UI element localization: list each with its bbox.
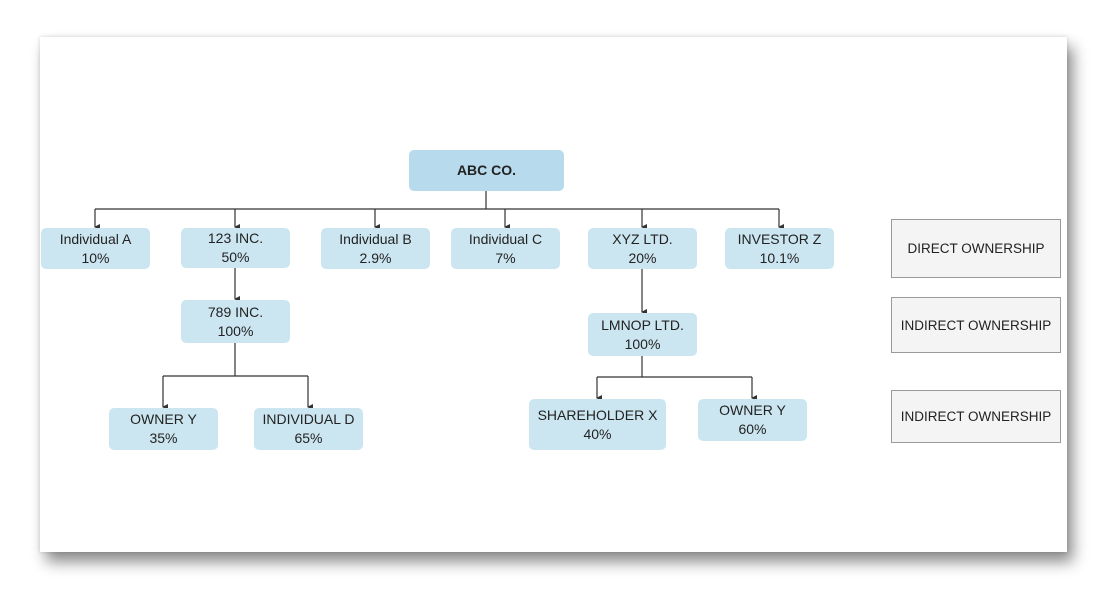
legend-indirect-ownership-1: INDIRECT OWNERSHIP <box>891 297 1061 353</box>
node-individual-b[interactable]: Individual B 2.9% <box>321 228 430 269</box>
node-name: Individual A <box>59 230 132 247</box>
node-percent: 10% <box>81 249 110 266</box>
node-owner-y-35[interactable]: OWNER Y 35% <box>109 408 218 450</box>
node-789-inc[interactable]: 789 INC. 100% <box>181 300 290 343</box>
legend-label: DIRECT OWNERSHIP <box>907 241 1045 256</box>
node-investor-z[interactable]: INVESTOR Z 10.1% <box>725 228 834 269</box>
node-123-inc[interactable]: 123 INC. 50% <box>181 228 290 268</box>
node-name: INVESTOR Z <box>737 230 822 247</box>
node-name: 789 INC. <box>207 303 264 320</box>
node-name: SHAREHOLDER X <box>537 406 658 423</box>
root-node-abc-co[interactable]: ABC CO. <box>409 150 564 191</box>
node-percent: 20% <box>628 249 657 266</box>
node-percent: 60% <box>738 421 767 437</box>
node-percent: 35% <box>149 430 178 446</box>
node-percent: 100% <box>217 322 254 339</box>
node-percent: 65% <box>294 430 323 446</box>
node-individual-a[interactable]: Individual A 10% <box>41 228 150 269</box>
node-name: LMNOP LTD. <box>601 316 684 333</box>
node-name: XYZ LTD. <box>612 230 673 247</box>
node-name: Individual C <box>468 230 543 247</box>
node-xyz-ltd[interactable]: XYZ LTD. 20% <box>588 228 697 269</box>
node-name: 123 INC. <box>207 230 264 246</box>
legend-label: INDIRECT OWNERSHIP <box>900 317 1052 333</box>
node-percent: 10.1% <box>759 249 800 266</box>
root-node-name: ABC CO. <box>456 162 517 178</box>
node-owner-y-60[interactable]: OWNER Y 60% <box>698 399 807 441</box>
node-percent: 2.9% <box>359 249 392 266</box>
node-percent: 7% <box>495 249 516 266</box>
node-lmnop-ltd[interactable]: LMNOP LTD. 100% <box>588 313 697 356</box>
node-name: INDIVIDUAL D <box>262 411 355 427</box>
node-name: Individual B <box>339 230 412 247</box>
diagram-card <box>40 37 1067 552</box>
node-individual-d[interactable]: INDIVIDUAL D 65% <box>254 408 363 450</box>
node-name: OWNER Y <box>130 411 197 427</box>
node-shareholder-x[interactable]: SHAREHOLDER X 40% <box>529 399 666 450</box>
legend-direct-ownership: DIRECT OWNERSHIP <box>891 219 1061 278</box>
node-name: OWNER Y <box>719 402 786 418</box>
node-percent: 50% <box>221 249 250 265</box>
node-percent: 100% <box>624 335 661 352</box>
legend-indirect-ownership-2: INDIRECT OWNERSHIP <box>891 390 1061 443</box>
legend-label: INDIRECT OWNERSHIP <box>900 409 1052 424</box>
node-individual-c[interactable]: Individual C 7% <box>451 228 560 269</box>
node-percent: 40% <box>583 425 612 442</box>
